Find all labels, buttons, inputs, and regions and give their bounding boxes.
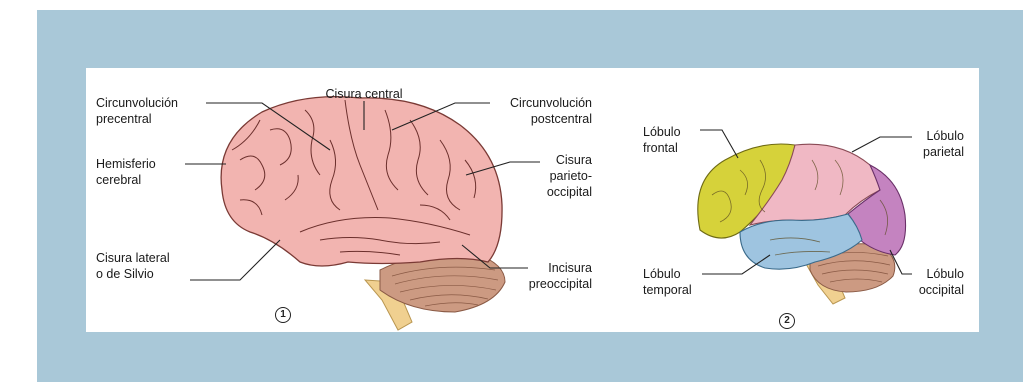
label-lateral-sulcus: Cisura lateral o de Silvio — [96, 250, 170, 282]
figure-1-number: 1 — [275, 307, 291, 323]
label-occipital-lobe: Lóbulo occipital — [880, 266, 964, 298]
label-precentral-gyrus: Circunvolución precentral — [96, 95, 178, 127]
label-cerebral-hemisphere: Hemisferio cerebral — [96, 156, 156, 188]
label-parieto-occipital-sulcus: Cisura parieto- occipital — [520, 152, 592, 200]
label-central-sulcus: Cisura central — [306, 86, 422, 102]
label-parietal-lobe: Lóbulo parietal — [880, 128, 964, 160]
label-postcentral-gyrus: Circunvolución postcentral — [468, 95, 592, 127]
brain-figure-1 — [185, 97, 540, 330]
label-temporal-lobe: Lóbulo temporal — [643, 266, 692, 298]
label-frontal-lobe: Lóbulo frontal — [643, 124, 681, 156]
figure-2-number: 2 — [779, 313, 795, 329]
label-preoccipital-notch: Incisura preoccipital — [505, 260, 592, 292]
